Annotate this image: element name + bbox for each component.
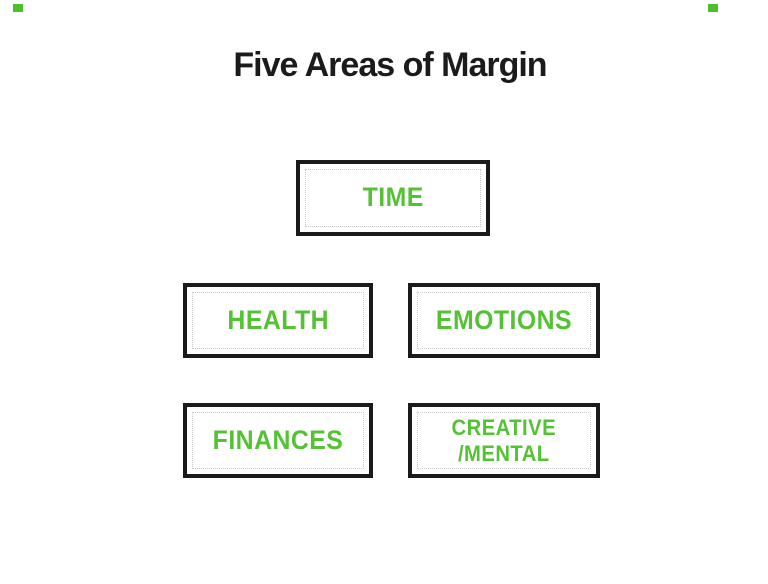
page-title: Five Areas of Margin (233, 46, 547, 84)
box-time: TIME (296, 160, 490, 236)
box-health: HEALTH (183, 283, 373, 358)
box-health-label: HEALTH (227, 304, 329, 335)
green-marker-top-right (708, 4, 718, 12)
box-creative-mental-label-line1: CREATIVE (451, 414, 557, 440)
green-marker-top-left (13, 4, 23, 12)
box-emotions-label: EMOTIONS (435, 304, 573, 335)
box-finances: FINANCES (183, 403, 373, 478)
box-emotions: EMOTIONS (408, 283, 600, 358)
box-finances-label: FINANCES (212, 424, 344, 455)
box-time-label: TIME (362, 182, 424, 213)
box-creative-mental: CREATIVE/MENTAL (408, 403, 600, 478)
box-creative-mental-label-line2: /MENTAL (458, 440, 550, 466)
box-creative-mental-label: CREATIVE/MENTAL (452, 415, 557, 467)
